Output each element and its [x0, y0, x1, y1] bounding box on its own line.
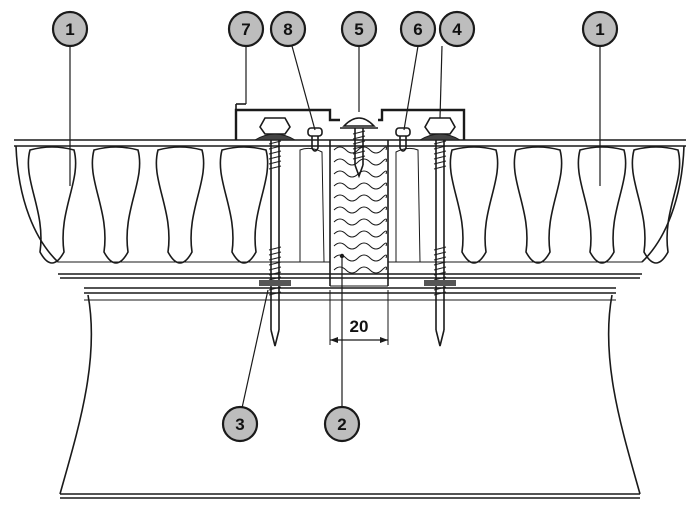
svg-text:7: 7: [241, 20, 250, 39]
filler-wave: [333, 242, 387, 250]
drill-tip: [270, 329, 280, 347]
filler-wave: [333, 158, 387, 166]
svg-text:1: 1: [65, 20, 74, 39]
lower-panel: [59, 294, 641, 499]
callout-5: 5: [340, 10, 378, 48]
svg-text:5: 5: [354, 20, 363, 39]
hex-head: [259, 117, 291, 135]
insulation-lobe: [631, 146, 681, 264]
dimension-line: 20: [329, 290, 389, 345]
callout-leaders: [69, 45, 601, 409]
gasket: [259, 280, 291, 286]
filler-wave: [333, 230, 387, 238]
insulation-lobe: [27, 146, 77, 264]
lower-steel-layers: [60, 277, 640, 301]
central-screw: [340, 117, 378, 179]
joint-insulation-filler: [333, 146, 387, 274]
insulation-lobe: [91, 146, 141, 264]
svg-text:6: 6: [413, 20, 422, 39]
callout-8: 8: [269, 10, 307, 48]
callout-1-right: 1: [581, 10, 619, 48]
filler-wave: [333, 218, 387, 226]
top-skin: [14, 139, 686, 147]
insulation-lobe: [395, 147, 421, 263]
callout-1-left: 1: [51, 10, 89, 48]
svg-text:8: 8: [283, 20, 292, 39]
svg-text:3: 3: [235, 415, 244, 434]
thread: [268, 140, 282, 296]
svg-text:2: 2: [337, 415, 346, 434]
svg-text:1: 1: [595, 20, 604, 39]
callout-2: 2: [323, 405, 361, 443]
long-self-drilling-screws: [253, 117, 462, 347]
hex-head: [424, 117, 456, 135]
insulation-lobe: [449, 146, 499, 264]
joint-gap: [329, 140, 389, 287]
insulation-lobe: [219, 146, 269, 264]
filler-wave: [333, 170, 387, 178]
gasket: [424, 280, 456, 286]
sealing-washer: [418, 133, 462, 141]
cover-cap: [234, 103, 466, 140]
callout-3: 3: [221, 405, 259, 443]
filler-wave: [333, 206, 387, 214]
insulation-lobe: [577, 146, 627, 264]
insulation-lobe: [155, 146, 205, 264]
filler-wave: [333, 194, 387, 202]
insulation-contour: [15, 145, 685, 275]
thread: [433, 140, 447, 296]
sealing-washer: [253, 133, 297, 141]
drill-tip: [435, 329, 445, 347]
insulation-lobe: [513, 146, 563, 264]
filler-wave: [333, 182, 387, 190]
callout-6: 6: [399, 10, 437, 48]
insulation-lobes-left: [27, 146, 325, 264]
filler-wave: [333, 266, 387, 274]
insulation-lobe: [299, 147, 325, 263]
dimension-label: 20: [350, 317, 369, 336]
svg-text:4: 4: [452, 20, 462, 39]
callout-7: 7: [227, 10, 265, 48]
filler-wave: [333, 254, 387, 262]
insulation-lobes-right: [395, 146, 681, 264]
callout-4: 4: [438, 10, 476, 48]
filler-wave: [333, 146, 387, 154]
